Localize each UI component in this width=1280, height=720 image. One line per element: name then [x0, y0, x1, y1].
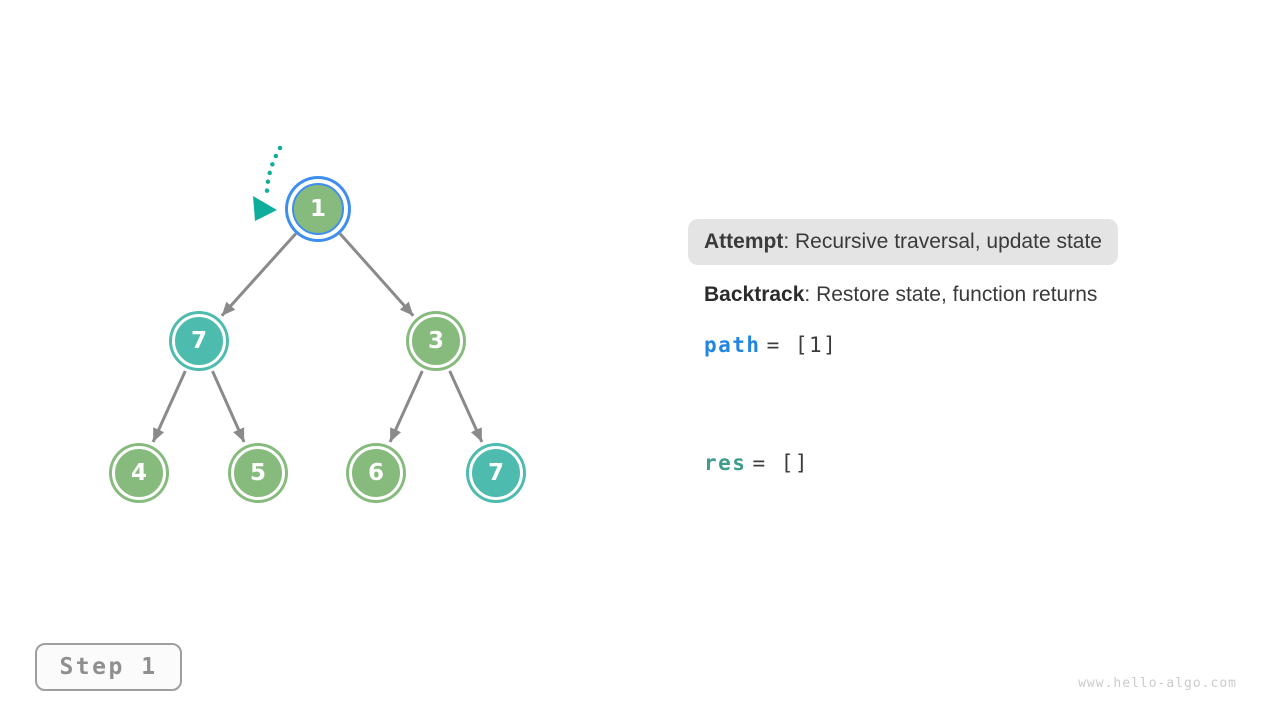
tree-node-4: 4: [112, 446, 166, 500]
path-variable-line: path= [1]: [704, 333, 837, 357]
attempt-label: Attempt: [704, 230, 784, 253]
tree-node-value: 7: [487, 460, 504, 486]
res-variable-name: res: [704, 451, 747, 475]
res-variable-value: = []: [752, 451, 810, 475]
path-variable-value: = [1]: [766, 333, 838, 357]
tree-node-value: 1: [309, 196, 326, 222]
tree-node-value: 4: [130, 460, 147, 486]
tree-edge: [388, 370, 424, 443]
tree-node-value: 7: [190, 328, 207, 354]
step-badge-label: Step 1: [59, 654, 158, 680]
tree-edge: [151, 370, 187, 443]
attempt-caption: Attempt: Recursive traversal, update sta…: [688, 219, 1118, 265]
watermark-url: www.hello-algo.com: [1078, 676, 1237, 691]
tree-edge: [211, 370, 246, 443]
tree-edge: [448, 370, 484, 443]
tree-edge: [220, 232, 298, 317]
tree-node-7: 7: [469, 446, 523, 500]
tree-node-value: 5: [249, 460, 266, 486]
current-pointer-dotted-trail: [264, 145, 283, 194]
tree-node-1: 1: [292, 183, 344, 235]
tree-node-7: 7: [172, 314, 226, 368]
tree-node-value: 3: [427, 328, 444, 354]
tree-node-value: 6: [367, 460, 384, 486]
tree-node-6: 6: [349, 446, 403, 500]
backtrack-text: : Restore state, function returns: [804, 283, 1098, 306]
tree-node-3: 3: [409, 314, 463, 368]
backtrack-caption: Backtrack: Restore state, function retur…: [704, 283, 1097, 307]
tree-node-5: 5: [231, 446, 285, 500]
tree-edge: [338, 232, 415, 317]
tree-edges: [151, 232, 484, 443]
current-pointer-arrow-icon: [253, 196, 277, 221]
path-variable-name: path: [704, 333, 761, 357]
backtrack-label: Backtrack: [704, 283, 805, 306]
res-variable-line: res= []: [704, 451, 809, 475]
attempt-text: : Recursive traversal, update state: [783, 230, 1102, 253]
step-badge: Step 1: [35, 643, 182, 691]
